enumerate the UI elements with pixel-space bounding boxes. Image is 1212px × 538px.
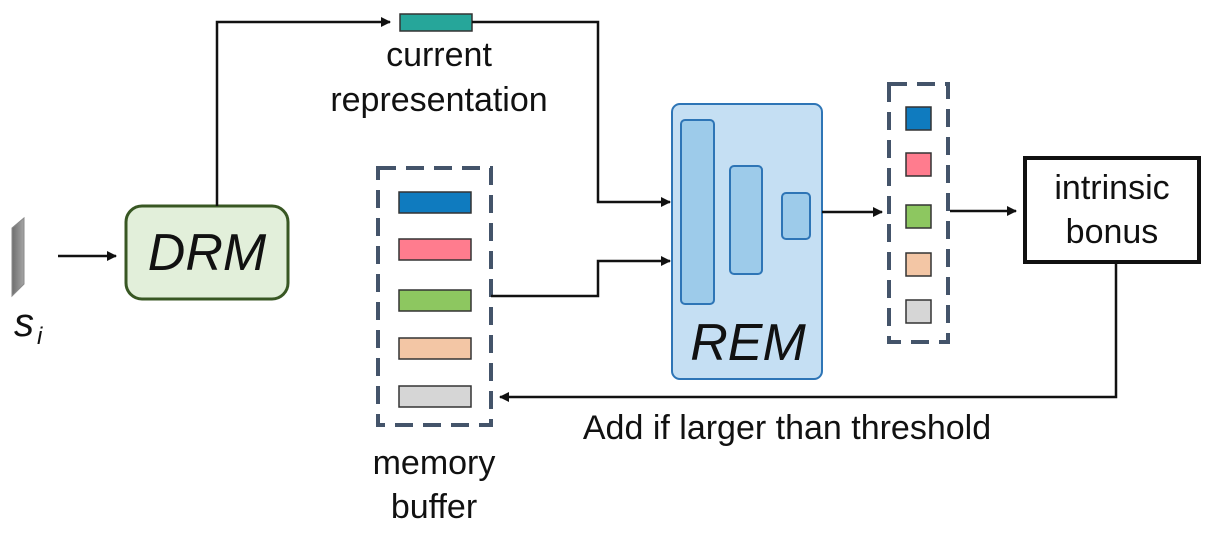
output-vector-frame	[887, 82, 950, 344]
output-vector	[887, 82, 950, 344]
drm-box	[124, 204, 290, 301]
memory-buffer-label-line1: memory	[373, 444, 496, 482]
state-subscript: i	[37, 323, 43, 350]
buffer-item-4	[398, 337, 472, 360]
rem-label: REM	[690, 314, 806, 372]
arrow-drm-to-current-representation	[215, 17, 391, 206]
state-icon	[11, 216, 25, 298]
rem-layer-3	[781, 192, 811, 240]
intrinsic-bonus: intrinsic bonus	[1023, 156, 1201, 264]
current-representation-label-line2: representation	[330, 81, 547, 119]
memory-buffer: memory buffer	[373, 166, 496, 526]
buffer-item-2	[398, 238, 472, 261]
buffer-item-5	[398, 385, 472, 408]
drm-module: DRM	[124, 204, 290, 301]
feedback-label: Add if larger than threshold	[583, 409, 991, 447]
memory-buffer-label-line2: buffer	[391, 488, 477, 526]
buffer-item-1	[398, 191, 472, 214]
arrow-current-representation-to-rem	[472, 20, 671, 207]
rem-module: REM	[671, 103, 823, 380]
arrow-memory-buffer-to-rem	[491, 256, 671, 298]
current-representation-label-line1: current	[386, 36, 492, 74]
intrinsic-bonus-label-line2: bonus	[1066, 213, 1159, 251]
intrinsic-bonus-label-line1: intrinsic	[1054, 169, 1169, 207]
current-representation-token	[399, 13, 473, 32]
buffer-item-3	[398, 289, 472, 312]
output-item-3	[905, 204, 932, 229]
output-item-4	[905, 252, 932, 277]
state-symbol: s	[14, 301, 34, 345]
output-item-1	[905, 106, 932, 131]
rem-layer-2	[729, 165, 763, 275]
drm-label: DRM	[148, 224, 267, 282]
output-item-2	[905, 152, 932, 177]
rem-layer-1	[680, 119, 715, 305]
current-representation: current representation	[330, 13, 548, 119]
intrinsic-bonus-box	[1023, 156, 1201, 264]
output-item-5	[905, 299, 932, 324]
arrow-feedback-to-memory-buffer	[499, 262, 1118, 402]
